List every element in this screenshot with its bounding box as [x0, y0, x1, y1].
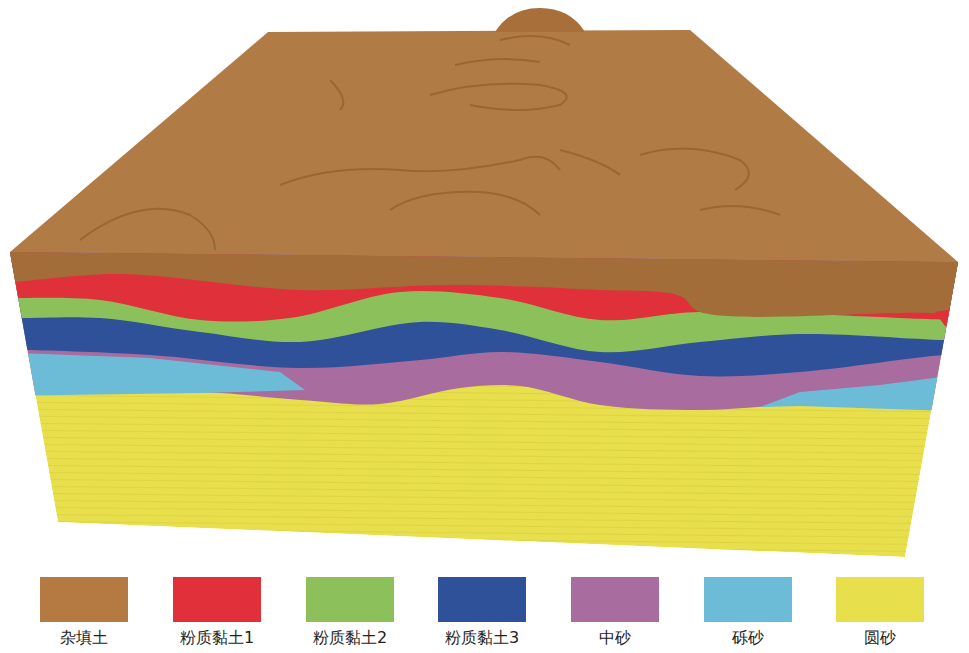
texture-line — [0, 521, 969, 531]
layer — [935, 308, 960, 330]
contour-line — [455, 59, 540, 65]
contour-line — [430, 84, 567, 110]
texture-line — [0, 528, 969, 538]
contour-line — [640, 149, 749, 190]
contour-line — [80, 209, 215, 250]
legend-swatch — [306, 577, 394, 622]
legend-label: 砾砂 — [732, 628, 764, 648]
front-section — [0, 200, 969, 566]
legend-label: 粉质黏土2 — [313, 628, 387, 648]
layer — [0, 200, 969, 322]
texture-line — [0, 549, 969, 559]
legend-swatch — [173, 577, 261, 622]
layer — [0, 200, 969, 376]
layer — [0, 200, 969, 410]
layer — [0, 200, 969, 352]
contour-line — [700, 206, 780, 215]
layer — [760, 372, 969, 412]
legend-swatch — [438, 577, 526, 622]
legend-swatch — [571, 577, 659, 622]
contour-line — [280, 157, 560, 185]
top-surface — [10, 30, 958, 262]
layer — [0, 200, 969, 320]
legend-swatch — [40, 577, 128, 622]
contour-line — [560, 150, 620, 175]
contour-line — [500, 36, 570, 45]
contour-line — [330, 80, 343, 110]
legend-label: 中砂 — [599, 628, 631, 648]
legend-label: 圆砂 — [864, 628, 896, 648]
legend-swatch — [836, 577, 924, 622]
legend-label: 杂填土 — [60, 628, 108, 648]
texture-line — [0, 556, 969, 566]
mound — [495, 8, 585, 32]
texture-line — [0, 542, 969, 552]
legend-label: 粉质黏土3 — [445, 628, 519, 648]
contour-line — [390, 192, 540, 215]
legend-swatch — [704, 577, 792, 622]
legend-label: 粉质黏土1 — [180, 628, 254, 648]
texture-line — [0, 535, 969, 545]
